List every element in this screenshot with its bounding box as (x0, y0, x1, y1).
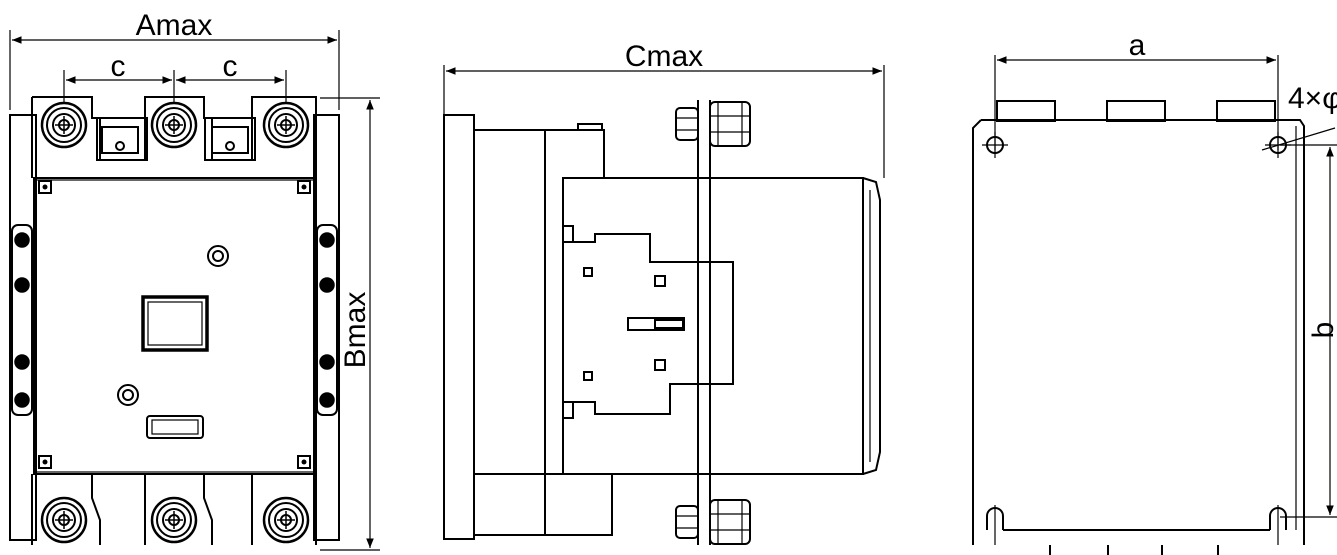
dimension-b: b (1280, 144, 1337, 518)
mounting-hole-bottom-left (986, 505, 1004, 545)
cmax-label: Cmax (625, 40, 703, 73)
amax-label: Amax (136, 9, 213, 42)
dimension-bmax: Bmax (320, 97, 380, 551)
side-view: Cmax (443, 40, 885, 545)
hole-callout: 4×φ (1261, 82, 1337, 151)
b-label: b (1307, 322, 1337, 339)
top-bolt (675, 101, 751, 147)
dimension-a: a (994, 29, 1279, 150)
mounting-view: a b 4×φ (972, 29, 1337, 555)
mounting-hole-top-right (1265, 132, 1291, 158)
mounting-hole-bottom-right (1269, 505, 1287, 545)
bmax-label: Bmax (339, 292, 372, 369)
mount-holes-label: 4×φ (1288, 82, 1337, 115)
pole-pitch-right-label: c (223, 50, 238, 83)
mounting-hole-top-left (982, 132, 1008, 158)
pole-pitch-left-label: c (111, 50, 126, 83)
dimension-pole-pitch: c c (63, 50, 287, 120)
front-view: Amax c c Bmax (9, 9, 380, 551)
bottom-bolt (675, 499, 751, 545)
a-label: a (1129, 29, 1146, 62)
dimension-cmax: Cmax (443, 40, 885, 178)
dimension-amax: Amax (9, 9, 340, 110)
